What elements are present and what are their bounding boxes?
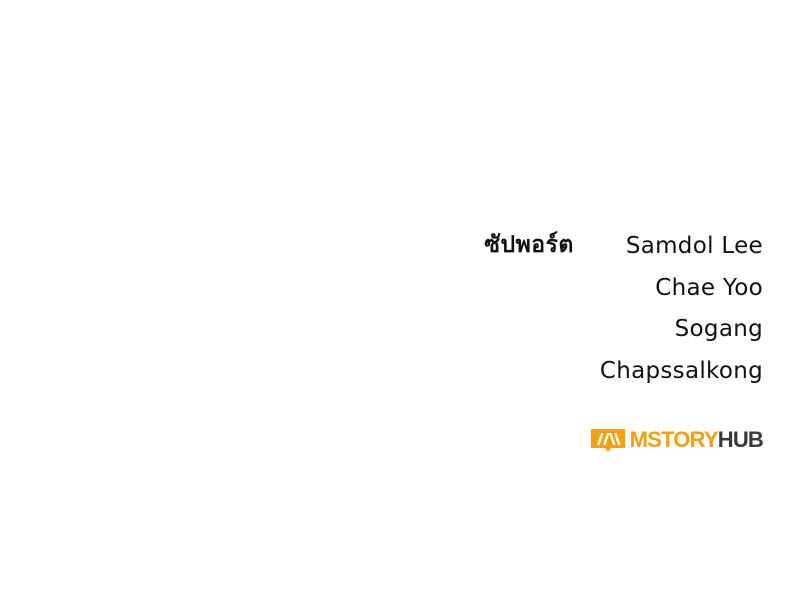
credit-name: Samdol Lee <box>625 233 763 259</box>
credit-name: Sogang <box>674 316 763 342</box>
logo-text-mstory: MSTORY <box>629 427 719 452</box>
credits-names-list: Samdol Lee Chae Yoo Sogang Chapssalkong <box>600 226 763 392</box>
credit-name: Chapssalkong <box>599 357 763 384</box>
credit-name: Chae Yoo <box>655 274 763 301</box>
logo-text-hub: HUB <box>717 427 764 452</box>
book-emblem-icon <box>590 429 625 452</box>
credits-block: ซัปพอร์ต Samdol Lee Chae Yoo Sogang Chap… <box>484 226 763 392</box>
logo-wordmark: MSTORYHUB <box>629 427 764 453</box>
credits-label: ซัปพอร์ต <box>484 232 574 258</box>
mstoryhub-logo: MSTORYHUB <box>590 427 764 453</box>
